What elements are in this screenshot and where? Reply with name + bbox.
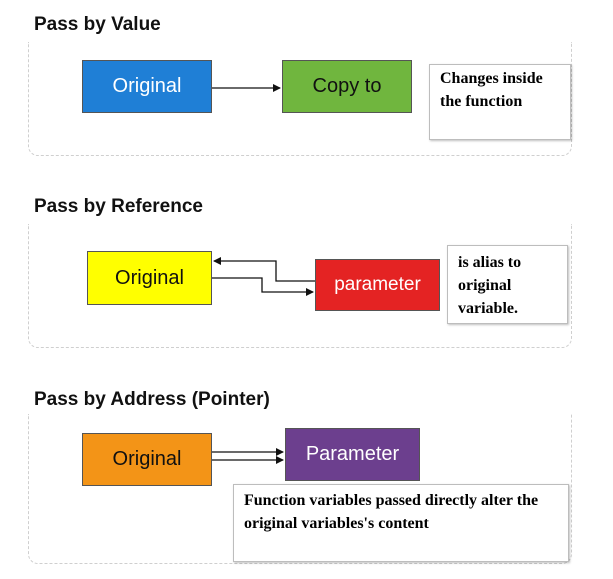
parameter-box-address: Parameter [285,428,420,481]
copy-box-value: Copy to [282,60,412,113]
parameter-box-reference: parameter [315,259,440,311]
section-heading-pass-by-value: Pass by Value [34,14,161,35]
original-box-address: Original [82,433,212,486]
note-pass-by-reference: is alias to original variable. [447,245,568,324]
section-panel-pass-by-reference [28,224,572,348]
original-box-reference: Original [87,251,212,305]
original-box-value: Original [82,60,212,113]
section-panel-pass-by-address [28,414,572,564]
note-pass-by-address: Function variables passed directly alter… [233,484,569,562]
note-pass-by-value: Changes inside the function [429,64,571,140]
section-heading-pass-by-address: Pass by Address (Pointer) [34,389,270,410]
section-heading-pass-by-reference: Pass by Reference [34,196,203,217]
section-panel-pass-by-value [28,42,572,156]
